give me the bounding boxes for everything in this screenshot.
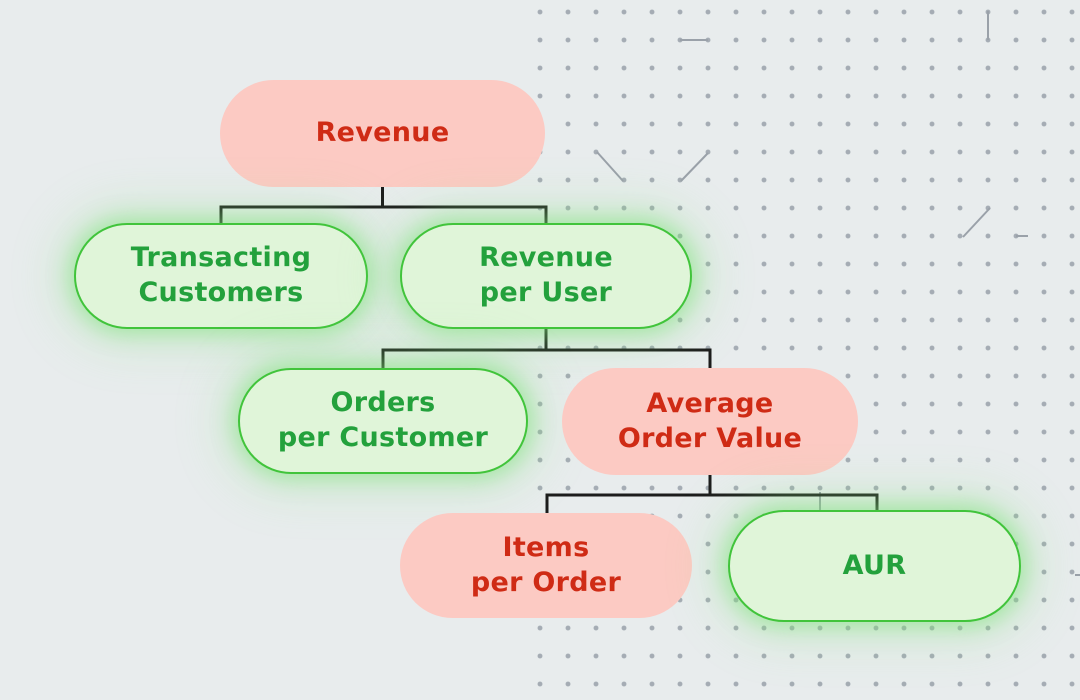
- connector-revenue-per-user-children: [381, 329, 712, 369]
- connector-revenue-children: [219, 187, 548, 225]
- node-revenue-per-user[interactable]: Revenue per User: [400, 223, 692, 329]
- node-average-order-value[interactable]: Average Order Value: [562, 368, 858, 475]
- node-revenue[interactable]: Revenue: [220, 80, 545, 187]
- node-orders-per-customer[interactable]: Orders per Customer: [238, 368, 528, 474]
- node-items-per-order[interactable]: Items per Order: [400, 513, 692, 618]
- connector-average-order-value-children: [545, 475, 879, 514]
- node-aur[interactable]: AUR: [728, 510, 1021, 622]
- node-transacting-customers[interactable]: Transacting Customers: [74, 223, 368, 329]
